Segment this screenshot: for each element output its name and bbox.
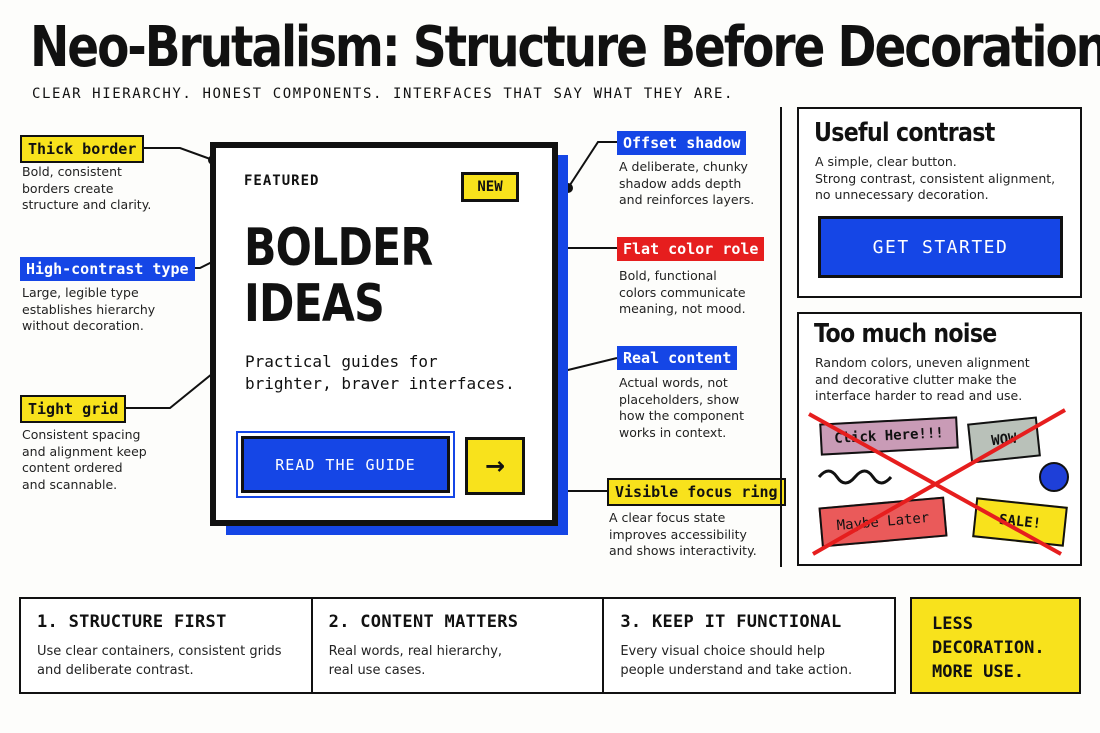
too-much-noise-panel: Too much noise Random colors, uneven ali… — [797, 312, 1082, 566]
annotation-offset-shadow-label: Offset shadow — [617, 131, 747, 155]
annotation-real-content-label: Real content — [617, 346, 738, 370]
connector-tight-grid — [125, 364, 224, 409]
card-body-text: Practical guides for brighter, braver in… — [245, 352, 515, 393]
section-divider — [780, 107, 782, 567]
useful-contrast-panel: Useful contrast A simple, clear button.S… — [797, 107, 1082, 298]
principle-structure-title: 1. STRUCTURE FIRST — [37, 612, 227, 632]
page-subtitle: CLEAR HIERARCHY. HONEST COMPONENTS. INTE… — [32, 86, 735, 102]
arrow-right-icon: → — [484, 452, 506, 480]
principle-structure: 1. STRUCTURE FIRST Use clear containers,… — [21, 599, 313, 692]
too-much-noise-title: Too much noise — [814, 319, 997, 349]
get-started-button[interactable]: GET STARTED — [818, 216, 1063, 278]
annotation-high-contrast-label: High-contrast type — [20, 257, 195, 281]
principles-row: 1. STRUCTURE FIRST Use clear containers,… — [19, 597, 896, 694]
principle-functional: 3. KEEP IT FUNCTIONAL Every visual choic… — [604, 599, 894, 692]
squiggle-icon — [817, 469, 893, 485]
arrow-right-button[interactable]: → — [465, 437, 525, 495]
focus-ring — [236, 431, 455, 498]
connector-thick-border — [142, 147, 214, 161]
principle-functional-title: 3. KEEP IT FUNCTIONAL — [620, 612, 842, 632]
read-the-guide-button[interactable]: READ THE GUIDE — [241, 436, 450, 493]
cross-out-line-b — [812, 408, 1066, 556]
principle-content-title: 2. CONTENT MATTERS — [328, 612, 519, 632]
principle-content: 2. CONTENT MATTERS Real words, real hier… — [313, 599, 605, 692]
new-badge: NEW — [461, 172, 519, 202]
connector-offset-shadow — [567, 141, 617, 189]
principle-content-text: Real words, real hierarchy,real use case… — [328, 644, 503, 678]
page-title: Neo-Brutalism: Structure Before Decorati… — [30, 15, 1100, 80]
annotation-thick-border-label: Thick border — [20, 135, 145, 163]
noise-decorations — [808, 408, 1069, 556]
annotation-focus-ring-label: Visible focus ring — [607, 478, 786, 506]
useful-contrast-title: Useful contrast — [814, 118, 995, 148]
useful-contrast-desc: A simple, clear button.Strong contrast, … — [815, 154, 1056, 202]
annotation-flat-color-label: Flat color role — [617, 237, 765, 261]
card-headline: BOLDER IDEAS — [244, 218, 433, 334]
annotation-tight-grid-label: Tight grid — [20, 395, 127, 423]
card-eyebrow: FEATURED — [244, 173, 320, 189]
blue-dot-icon — [1039, 462, 1069, 492]
